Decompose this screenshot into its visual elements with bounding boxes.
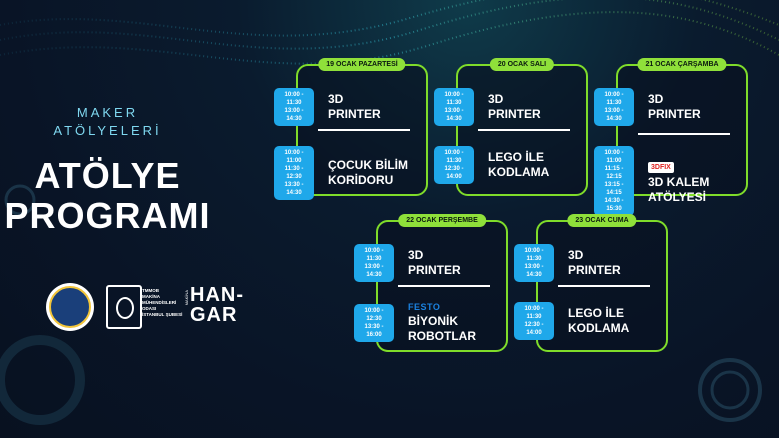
maker-line2: ATÖLYELERİ [53,123,162,138]
session-divider [558,285,650,287]
tmmob-text: TMMOB MAKİNA MÜHENDİSLERİ ODASI İSTANBUL… [142,288,183,317]
hangar-logo: HAN- GAR [190,284,244,326]
session-divider [478,129,570,131]
program-title: ATÖLYE PROGRAMI [0,156,215,236]
tmmob-emblem [116,297,134,319]
kartal-emblem [49,286,91,328]
date-badge: 21 OCAK ÇARŞAMBA [637,58,727,71]
date-badge: 20 OCAK SALI [489,58,555,71]
maker-heading: MAKER ATÖLYELERİ [0,104,215,140]
date-badge: 19 OCAK PAZARTESİ [318,58,406,71]
maker-line1: MAKER [76,105,139,120]
session-divider [318,129,410,131]
date-badge: 22 OCAK PERŞEMBE [398,214,486,227]
title-line1: ATÖLYE [34,155,181,196]
kartal-logo [46,283,94,331]
brand-logo: FESTO [408,302,441,312]
session-divider [638,133,730,135]
session-divider [398,285,490,287]
hangar-side-text: MAKİNA [184,290,189,306]
title-line2: PROGRAMI [4,195,211,236]
date-badge: 23 OCAK CUMA [567,214,637,227]
tmmob-logo [106,285,142,329]
brand-logo: 3DFIX [648,161,674,173]
